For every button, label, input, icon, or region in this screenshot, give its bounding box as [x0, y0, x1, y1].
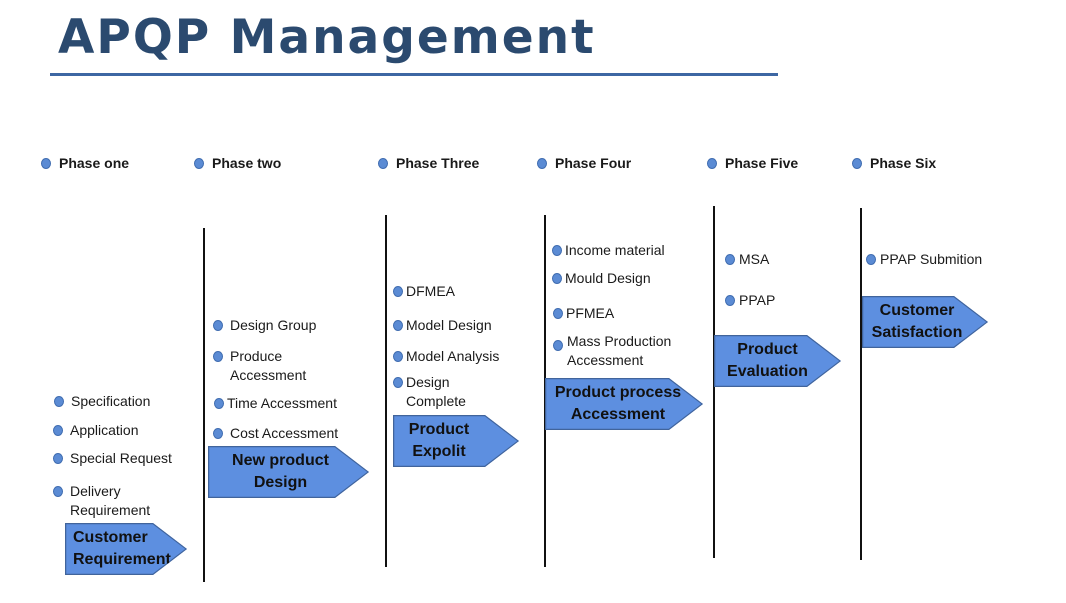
page-title: APQP Management — [58, 10, 596, 65]
phase-arrow-customer-requirement: Customer Requirement — [65, 523, 187, 575]
phase-arrow-product-expolit: Product Expolit — [393, 415, 519, 467]
bullet-icon — [553, 308, 563, 319]
phase-item: PPAP — [725, 291, 775, 310]
arrow-label: Product Evaluation — [727, 341, 808, 380]
phase-item: Model Analysis — [393, 347, 499, 366]
phase-item: Model Design — [393, 316, 492, 335]
phase-item: Special Request — [53, 449, 172, 468]
phase-item: Delivery Requirement — [53, 482, 150, 520]
bullet-icon — [393, 351, 403, 362]
bullet-icon — [852, 157, 862, 169]
phase-arrow-product-evaluation: Product Evaluation — [714, 335, 841, 387]
bullet-icon — [194, 157, 204, 169]
phase-label: Phase Four — [555, 155, 632, 171]
phase-header-four: Phase Four — [537, 155, 631, 171]
arrow-label: Product Expolit — [408, 421, 470, 460]
phase-item: PFMEA — [553, 304, 614, 323]
bullet-icon — [707, 157, 717, 169]
bullet-icon — [866, 254, 876, 265]
phase-header-three: Phase Three — [378, 155, 479, 171]
phase-label: Phase Six — [870, 155, 937, 171]
phase-item: Application — [53, 421, 139, 440]
phase-label: Phase one — [59, 155, 130, 171]
phase-item: Design Group — [213, 316, 316, 335]
phase-item: PPAP Submition — [866, 250, 982, 269]
phase-item: Mass Production Accessment — [553, 332, 671, 370]
bullet-icon — [53, 453, 63, 464]
bullet-icon — [537, 157, 547, 169]
bullet-icon — [41, 157, 51, 169]
phase-divider — [860, 208, 862, 560]
phase-item: Produce Accessment — [213, 347, 306, 385]
bullet-icon — [552, 273, 562, 284]
phase-label: Phase two — [212, 155, 282, 171]
phase-header-six: Phase Six — [852, 155, 936, 171]
phase-item: Mould Design — [552, 269, 651, 288]
phase-divider — [203, 228, 205, 582]
bullet-icon — [213, 320, 223, 331]
arrow-label: Customer Satisfaction — [871, 302, 963, 341]
phase-header-two: Phase two — [194, 155, 281, 171]
phase-header-one: Phase one — [41, 155, 129, 171]
bullet-icon — [393, 377, 403, 388]
phase-arrow-new-product-design: New product Design — [208, 446, 369, 498]
bullet-icon — [393, 320, 403, 331]
phase-label: Phase Five — [725, 155, 799, 171]
bullet-icon — [393, 286, 403, 297]
phase-divider — [385, 215, 387, 567]
phase-item: Specification — [54, 392, 150, 411]
bullet-icon — [725, 254, 735, 265]
bullet-icon — [553, 340, 563, 351]
bullet-icon — [725, 295, 735, 306]
bullet-icon — [53, 425, 63, 436]
phase-arrow-customer-satisfaction: Customer Satisfaction — [862, 296, 988, 348]
bullet-icon — [552, 245, 562, 256]
bullet-icon — [54, 396, 64, 407]
bullet-icon — [213, 428, 223, 439]
phase-item: MSA — [725, 250, 769, 269]
phase-label: Phase Three — [396, 155, 480, 171]
phase-header-five: Phase Five — [707, 155, 798, 171]
phase-item: DFMEA — [393, 282, 455, 301]
bullet-icon — [214, 398, 224, 409]
phase-arrow-product-process-accessment: Product process Accessment — [545, 378, 703, 430]
arrow-label: Product process Accessment — [554, 384, 682, 423]
phase-item: Cost Accessment — [213, 424, 338, 443]
phase-item: Time Accessment — [214, 394, 337, 413]
bullet-icon — [378, 157, 388, 169]
phase-item: Design Complete — [393, 373, 466, 411]
bullet-icon — [53, 486, 63, 497]
phase-item: Income material — [552, 241, 665, 260]
arrow-label: Customer Requirement — [73, 529, 171, 568]
title-underline — [50, 73, 778, 76]
bullet-icon — [213, 351, 223, 362]
arrow-label: New product Design — [232, 452, 329, 491]
